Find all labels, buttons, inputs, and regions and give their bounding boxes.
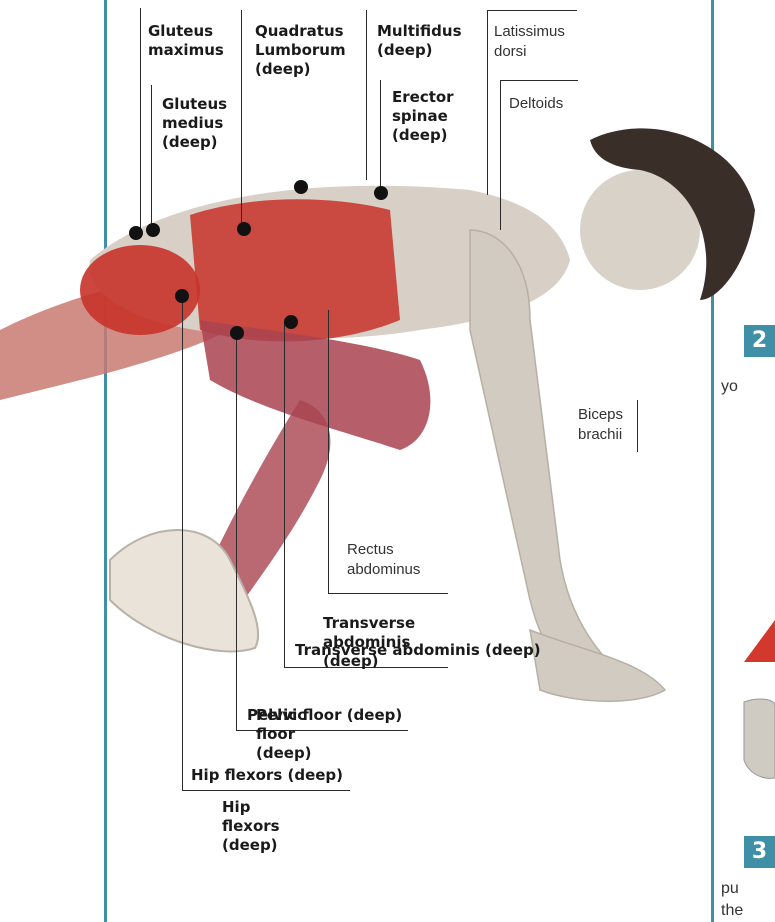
marker-dot-hip (175, 289, 189, 303)
leader-gluteus-maximus (140, 8, 141, 230)
label-quadratus-lumborum: Quadratus Lumborum (deep) (255, 22, 346, 79)
marker-dot-multifidus (294, 180, 308, 194)
leader-quadratus (241, 10, 242, 230)
leader-latissimus-top (487, 10, 577, 11)
marker-dot-pelvic (230, 326, 244, 340)
leader-hip (182, 297, 183, 790)
thumbnail-figure (744, 699, 775, 778)
step-text-fragment: pu (721, 880, 739, 898)
marker-dot-gluteus-medius (146, 223, 160, 237)
label-hip-flexors: Hip flexors (deep) (191, 766, 343, 785)
label-gluteus-maximus: Gluteus maximus (148, 22, 224, 60)
leader-gluteus-medius (151, 85, 152, 230)
marker-dot-erector (374, 186, 388, 200)
leader-hip-bottom (182, 790, 350, 791)
leader-rectus (328, 310, 329, 593)
hand (530, 630, 665, 701)
label-multifidus: Multifidus (deep) (377, 22, 462, 60)
label-latissimus-dorsi: Latissimus dorsi (494, 22, 565, 62)
leader-erector (380, 80, 381, 187)
leader-deltoids-top (500, 80, 578, 81)
leader-pelvic (236, 333, 237, 730)
leader-latissimus (487, 10, 488, 195)
leader-rectus-bottom (328, 593, 448, 594)
step-number-badge: 3 (744, 836, 775, 868)
arm (470, 230, 640, 700)
label-hip-flexors-stacked: Hip flexors (deep) (222, 798, 280, 855)
step-number-badge: 2 (744, 325, 775, 357)
label-deltoids: Deltoids (509, 94, 563, 114)
label-transverse-abdominis: Transverse abdominis (deep) (295, 641, 541, 660)
leader-multifidus (366, 10, 367, 180)
label-gluteus-medius: Gluteus medius (deep) (162, 95, 227, 152)
leader-deltoids (500, 80, 501, 230)
label-biceps-brachii: Biceps brachii (578, 405, 623, 445)
leader-biceps (637, 400, 638, 452)
triangle-icon (744, 620, 775, 662)
marker-dot-gluteus-maximus (129, 226, 143, 240)
marker-dot-quadratus (237, 222, 251, 236)
label-erector-spinae: Erector spinae (deep) (392, 88, 454, 145)
step-text-fragment: yo (721, 378, 738, 396)
label-rectus-abdominus: Rectus abdominus (347, 540, 420, 580)
label-pelvic-floor: Pelvic floor (deep) (247, 706, 402, 725)
leader-transverse (284, 322, 285, 667)
step-text-fragment: the (721, 902, 743, 920)
marker-dot-transverse (284, 315, 298, 329)
